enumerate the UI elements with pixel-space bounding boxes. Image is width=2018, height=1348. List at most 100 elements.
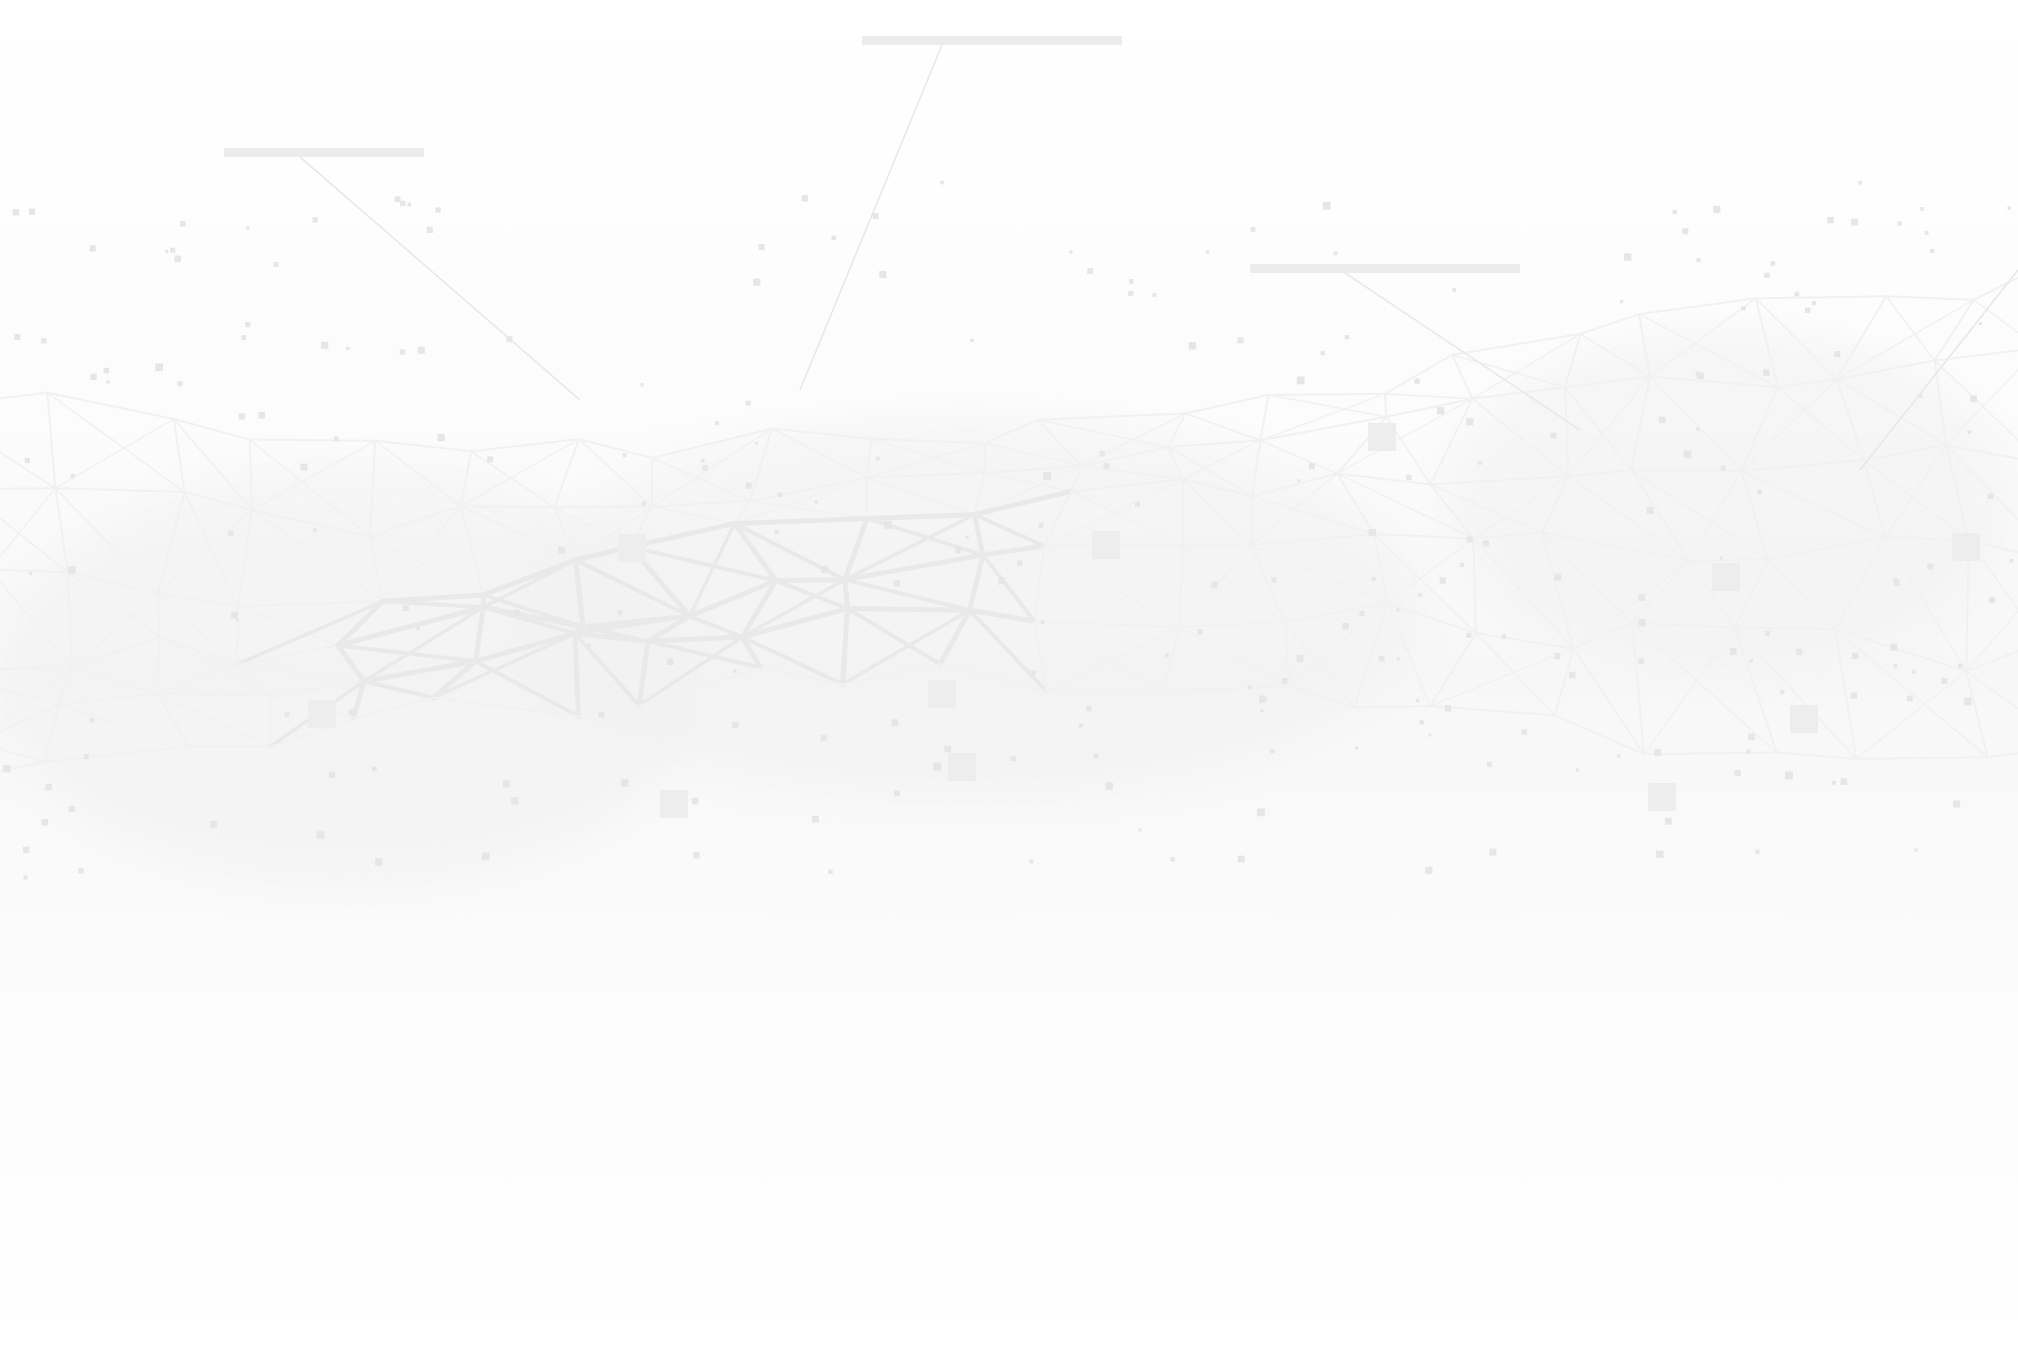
- mesh-edge: [1967, 539, 2018, 554]
- particle-dot: [872, 213, 879, 219]
- particle-dot: [1893, 579, 1900, 586]
- mesh-edge: [1045, 626, 1181, 692]
- particle-dot: [155, 363, 163, 372]
- mesh-edge: [156, 592, 161, 638]
- mesh-edge: [54, 487, 69, 574]
- mesh-edge: [1884, 444, 1947, 538]
- mesh-edge: [460, 438, 580, 507]
- mesh-edge: [381, 599, 486, 610]
- mesh-edge: [573, 557, 586, 630]
- callout-bar-top: [862, 36, 1122, 45]
- mesh-edge: [1267, 392, 1386, 396]
- particle-dot: [1840, 778, 1848, 785]
- mesh-edge: [733, 476, 868, 525]
- pixel-block: [928, 680, 956, 708]
- particle-dot: [1459, 562, 1465, 567]
- mesh-edge: [748, 427, 773, 503]
- mesh-edge: [1567, 375, 1651, 477]
- particle-dot: [1197, 629, 1203, 635]
- mesh-edge: [237, 509, 253, 608]
- mesh-edge: [1740, 378, 1838, 472]
- mesh-edge: [1688, 558, 1769, 562]
- mesh-edge: [66, 571, 159, 595]
- mesh-edge: [1033, 620, 1048, 693]
- particle-dot: [238, 413, 245, 420]
- particle-dot: [1406, 474, 1412, 481]
- mesh-edge: [0, 487, 57, 490]
- mesh-edge: [1834, 536, 1887, 631]
- mesh-edge: [1740, 470, 1886, 538]
- mesh-edge: [865, 437, 873, 479]
- mesh-edge: [967, 552, 986, 613]
- particle-dot: [177, 381, 183, 387]
- mesh-edge: [1965, 650, 2018, 673]
- particle-dot: [1466, 632, 1472, 638]
- mesh-edge: [0, 487, 56, 558]
- particle-dot: [29, 571, 33, 575]
- mesh-edge: [971, 488, 1074, 518]
- particle-dot: [1906, 695, 1913, 702]
- callout-bar-left: [224, 148, 424, 157]
- particle-dot: [1414, 378, 1420, 384]
- particle-dot: [435, 207, 441, 213]
- mesh-edge: [1734, 626, 1858, 760]
- particle-dot: [1623, 253, 1632, 261]
- mesh-edge: [1884, 536, 1968, 673]
- mesh-edge: [1283, 621, 1356, 709]
- mesh-edge: [251, 509, 384, 602]
- particle-dot: [944, 745, 951, 753]
- particle-dot: [1466, 536, 1473, 543]
- mesh-edge: [235, 663, 365, 683]
- mesh-edge: [0, 580, 73, 669]
- particle-dot: [241, 335, 247, 340]
- mesh-edge: [1944, 443, 2018, 460]
- particle-dot: [641, 501, 647, 506]
- mesh-edge: [1767, 558, 1836, 631]
- particle-dot: [12, 209, 20, 216]
- particle-dot: [400, 200, 406, 207]
- mesh-edge: [1564, 386, 1570, 478]
- mesh-edge: [1336, 398, 1474, 475]
- mesh-edge: [1184, 412, 1262, 442]
- mesh-edge: [0, 760, 46, 772]
- particle-dot: [2007, 206, 2012, 210]
- particle-dot: [801, 195, 809, 202]
- particle-dot: [68, 806, 75, 813]
- mesh-edge: [1353, 705, 1432, 709]
- mesh-edge: [1080, 445, 1170, 467]
- mesh-edge: [773, 577, 848, 584]
- particle-dot: [1851, 652, 1859, 660]
- pixel-block: [308, 700, 336, 728]
- mesh-edge: [1471, 397, 1570, 477]
- particle-dot: [732, 721, 739, 729]
- particle-dot: [68, 566, 76, 574]
- mesh-edge: [687, 521, 737, 618]
- mesh-edge: [1967, 539, 2018, 611]
- mesh-edge: [237, 600, 385, 608]
- mesh-edge: [57, 666, 74, 706]
- mesh-edge: [1862, 459, 1887, 539]
- mesh-edge: [1631, 622, 1778, 754]
- mesh-edge: [54, 487, 159, 595]
- particle-dot: [1664, 817, 1672, 825]
- particle-dot: [1988, 597, 1996, 604]
- mesh-edge: [1259, 439, 1338, 475]
- callout-line-icon: [1859, 269, 2018, 471]
- mesh-edge: [1754, 297, 1838, 381]
- mesh-edge: [553, 506, 577, 561]
- particle-dots-icon: [3, 180, 2014, 880]
- particle-dot: [346, 346, 350, 350]
- mesh-edge: [1451, 354, 1567, 389]
- particle-dot: [1296, 654, 1304, 662]
- mesh-edge: [864, 512, 977, 521]
- mesh-edge: [572, 631, 651, 644]
- mesh-edge: [1649, 297, 1757, 378]
- mesh-edge: [0, 568, 69, 574]
- particle-dot: [1893, 663, 1898, 668]
- mesh-edge: [573, 614, 692, 636]
- mesh-edge: [481, 558, 578, 610]
- particle-dot: [1371, 576, 1376, 582]
- mesh-edge: [651, 505, 736, 525]
- mesh-edge: [842, 515, 870, 583]
- mesh-edge: [1178, 544, 1185, 629]
